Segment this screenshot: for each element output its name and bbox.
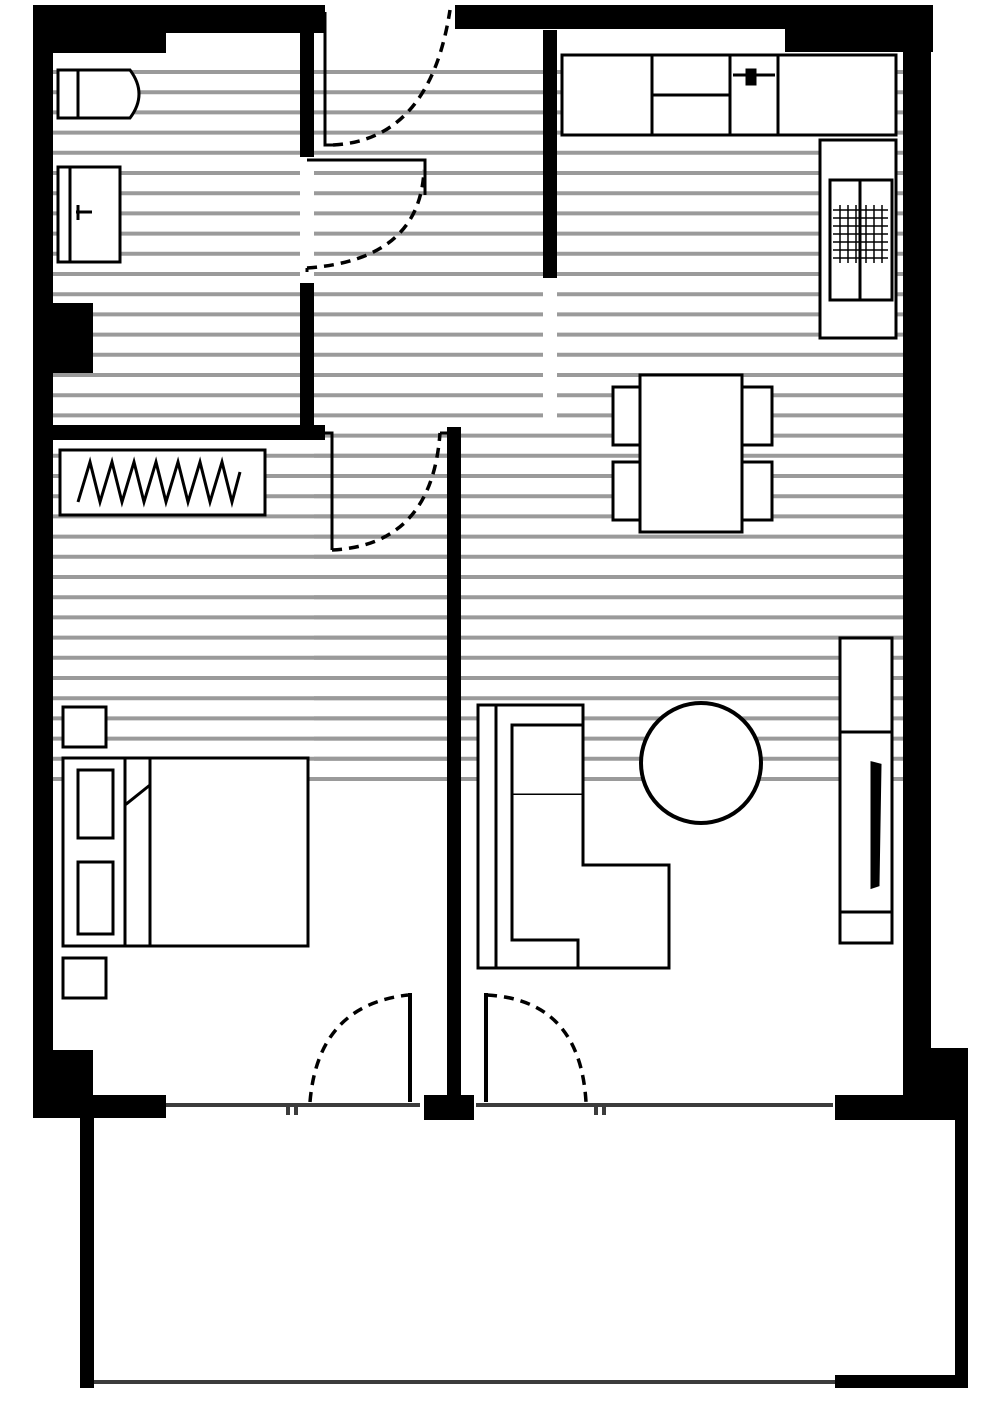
entrance-door-frame [323, 12, 333, 147]
dining-table [638, 373, 744, 534]
walls [33, 5, 968, 1120]
stove-icon [818, 138, 898, 340]
bedroom-door-frame [325, 431, 334, 550]
living-balcony-door-swing [486, 993, 588, 1103]
dining-chair [738, 385, 774, 447]
nightstand-icon [61, 705, 108, 749]
bathtub-icon [56, 68, 141, 120]
pillow [76, 768, 115, 840]
wall-bath-bottom [33, 425, 325, 440]
wall-left-pillar [33, 303, 93, 373]
balcony [80, 1118, 968, 1388]
bed-icon [61, 756, 310, 948]
wall-right [903, 5, 931, 1118]
wall-bath-right-upper [300, 5, 314, 157]
pillow [76, 860, 115, 936]
wall-bottom-left-stub [33, 1095, 166, 1118]
wall-bottom-mid-post [424, 1095, 474, 1120]
balcony-corner-left [80, 1375, 94, 1388]
entrance-door-swing [332, 9, 452, 147]
bedroom-balcony-door-swing [308, 993, 409, 1103]
stove-burner-grid [833, 205, 888, 263]
sofa-icon [476, 703, 671, 970]
nightstand-icon [61, 956, 108, 1000]
window-rails [166, 1103, 833, 1115]
sink-icon [56, 165, 122, 264]
wall-bath-right-lower [300, 283, 314, 435]
dining-table-icon [611, 373, 774, 534]
balcony-corner-right [835, 1375, 968, 1388]
balcony-rail-left [80, 1118, 94, 1388]
bedroom-door-swing [331, 432, 442, 552]
dining-chair [738, 460, 774, 522]
kitchen-counter-icon [560, 53, 898, 137]
tv-unit-icon [838, 636, 894, 945]
wardrobe-icon [58, 448, 267, 517]
balcony-rail-right [955, 1118, 968, 1388]
wall-bedroom-living [447, 427, 461, 1097]
door-frames [305, 12, 447, 550]
bathroom-door-frame [307, 158, 427, 195]
coffee-table-icon [639, 701, 763, 825]
wall-bottom-right-stub [835, 1095, 968, 1120]
wall-top-left-notch [33, 5, 166, 53]
wall-left [33, 5, 53, 1118]
wall-kitchen-left [543, 30, 557, 278]
balcony-door-leaves [408, 993, 488, 1102]
door-swings [306, 9, 588, 1103]
bathroom-door-swing [306, 169, 426, 270]
